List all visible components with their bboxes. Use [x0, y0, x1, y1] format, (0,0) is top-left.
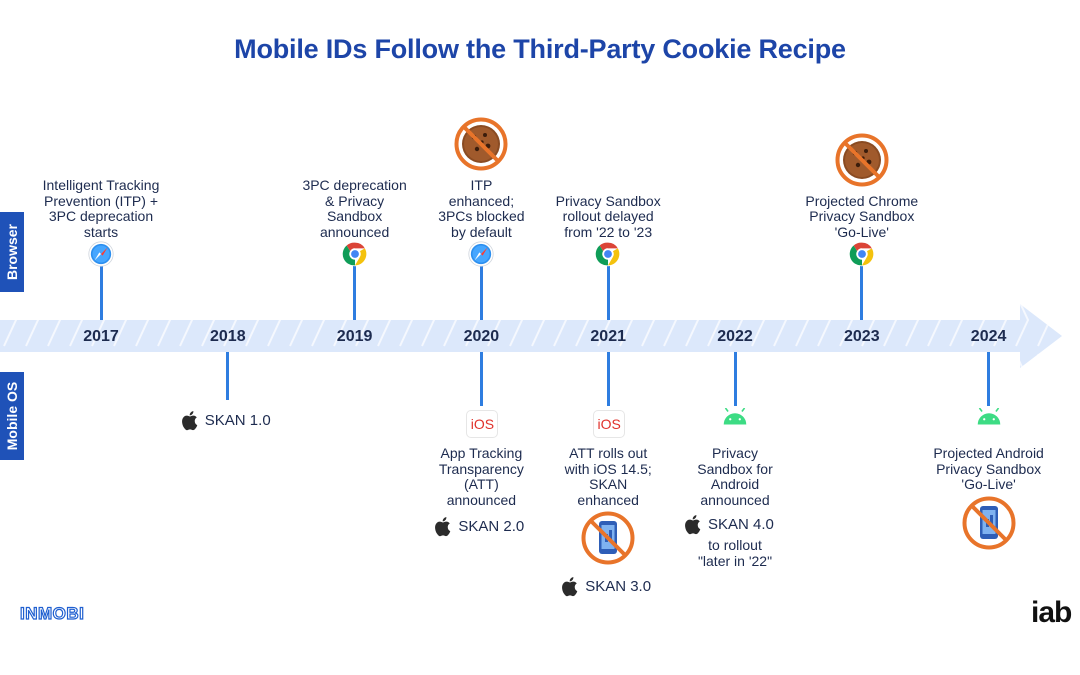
page-title: Mobile IDs Follow the Third-Party Cookie… — [234, 34, 846, 64]
browser-event-stem — [99, 266, 103, 320]
no-cookie-icon — [834, 132, 890, 188]
no-phone-icon — [961, 495, 1017, 551]
mobile-event-label: Privacy Sandbox for Android announced — [697, 445, 773, 508]
browser-event-label: Intelligent Tracking Prevention (ITP) + … — [42, 177, 160, 240]
skan-note: to rollout "later in '22" — [697, 537, 773, 569]
browser-event-stem — [606, 266, 610, 320]
mobile-event-stem — [987, 352, 991, 406]
browser-event-stem — [860, 266, 864, 320]
apple-icon — [683, 514, 701, 535]
android-icon — [721, 407, 749, 436]
safari-icon — [468, 241, 494, 267]
year-label: 2021 — [590, 328, 626, 345]
skan-version: SKAN 2.0 — [433, 516, 524, 537]
timeline-arrow — [0, 304, 1062, 368]
skan-version-text: SKAN 1.0 — [204, 411, 271, 429]
chrome-icon — [342, 241, 368, 267]
lane-browser-label: Browser — [4, 223, 20, 281]
mobile-event-label: ATT rolls out with iOS 14.5; SKAN enhanc… — [564, 445, 652, 508]
lane-mobile-os: Mobile OS — [0, 372, 24, 460]
ios-icon: iOS — [466, 410, 499, 438]
inmobi-logo: INMOBI — [19, 603, 85, 623]
year-label: 2024 — [970, 328, 1007, 345]
skan-version: SKAN 3.0 — [560, 576, 651, 597]
skan-version: SKAN 1.0 — [180, 410, 271, 431]
mobile-event-label: Projected Android Privacy Sandbox 'Go-Li… — [933, 445, 1044, 492]
android-icon — [975, 407, 1003, 436]
browser-event-label: 3PC deprecation & Privacy Sandbox announ… — [302, 177, 407, 240]
iab-logo: iab — [1031, 596, 1072, 629]
no-phone-icon — [580, 510, 636, 566]
browser-event-stem — [353, 266, 357, 320]
chrome-icon — [595, 241, 621, 267]
browser-event-label: Privacy Sandbox rollout delayed from '22… — [555, 192, 661, 240]
mobile-event-stem — [226, 352, 230, 400]
mobile-event-stem — [606, 352, 610, 406]
browser-event-stem — [479, 266, 483, 320]
year-label: 2022 — [717, 328, 753, 345]
ios-icon: iOS — [593, 410, 626, 438]
apple-icon — [433, 516, 451, 537]
skan-version-text: SKAN 4.0 — [708, 515, 774, 533]
safari-icon — [88, 241, 114, 267]
apple-icon — [560, 576, 578, 597]
lane-browser: Browser — [0, 212, 24, 292]
skan-version: SKAN 4.0 — [683, 514, 774, 535]
mobile-event-stem — [479, 352, 483, 406]
chrome-icon — [849, 241, 875, 267]
skan-version-text: SKAN 2.0 — [458, 517, 525, 535]
browser-event-label: Projected Chrome Privacy Sandbox 'Go-Liv… — [805, 192, 919, 240]
mobile-event-label: App Tracking Transparency (ATT) announce… — [438, 445, 524, 508]
year-label: 2018 — [210, 328, 246, 345]
year-label: 2023 — [844, 328, 880, 345]
mobile-event-stem — [733, 352, 737, 406]
no-cookie-icon — [453, 116, 509, 172]
year-label: 2017 — [83, 328, 119, 345]
browser-event-label: ITP enhanced; 3PCs blocked by default — [438, 177, 525, 240]
year-label: 2019 — [336, 328, 373, 345]
skan-version-text: SKAN 3.0 — [585, 577, 652, 595]
lane-mobile-os-label: Mobile OS — [4, 381, 20, 451]
apple-icon — [180, 410, 198, 431]
year-label: 2020 — [463, 328, 500, 345]
